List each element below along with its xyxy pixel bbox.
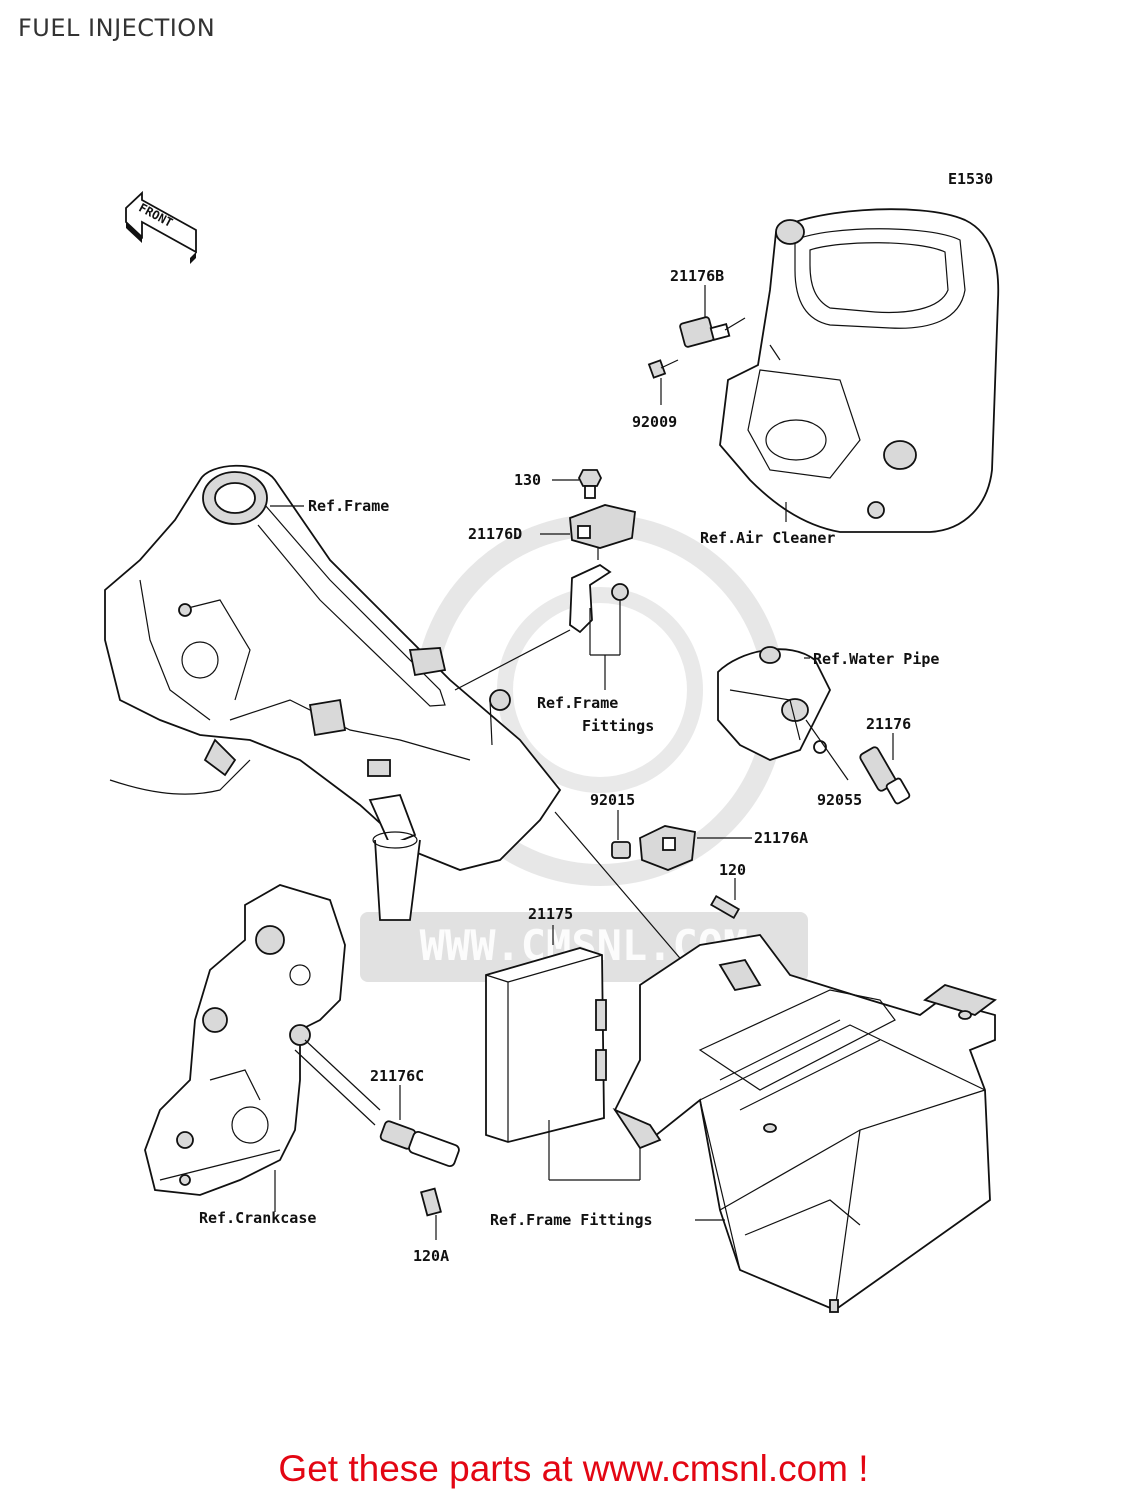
- label-92055: 92055: [817, 791, 862, 809]
- part-21176-sensor: [859, 733, 911, 805]
- label-21176: 21176: [866, 715, 911, 733]
- page-title: FUEL INJECTION: [18, 14, 216, 42]
- air-cleaner-housing: [719, 208, 1000, 533]
- sensor-bracket: [454, 563, 629, 746]
- frame-assembly: [104, 464, 562, 921]
- part-130-bolt: [552, 469, 603, 499]
- label-92009: 92009: [632, 413, 677, 431]
- label-120: 120: [719, 861, 746, 879]
- diagram-code: E1530: [948, 170, 993, 188]
- part-21175-ecu: [485, 925, 641, 1181]
- label-21176a: 21176A: [754, 829, 808, 847]
- part-21176b-sensor: [679, 285, 746, 348]
- label-130: 130: [514, 471, 541, 489]
- label-21176b: 21176B: [670, 267, 724, 285]
- part-92015-collar: [611, 810, 631, 859]
- front-arrow-icon: FRONT: [125, 190, 197, 264]
- part-21176c-sensor: [379, 1085, 460, 1168]
- label-21176d: 21176D: [468, 525, 522, 543]
- part-21176a-sensor: [639, 825, 752, 871]
- label-120a: 120A: [413, 1247, 449, 1265]
- label-ref-frame-fittings-bottom: Ref.Frame Fittings: [490, 1211, 653, 1229]
- footer-link-text[interactable]: Get these parts at www.cmsnl.com !: [278, 1448, 869, 1489]
- label-ref-frame: Ref.Frame: [308, 497, 389, 515]
- part-21176d-sensor: [540, 504, 636, 560]
- label-92015: 92015: [590, 791, 635, 809]
- label-ref-frame-fittings-2: Fittings: [582, 717, 654, 735]
- label-ref-frame-fittings-1: Ref.Frame: [537, 694, 618, 712]
- part-92009-screw: [647, 359, 679, 405]
- battery-case-assembly: [612, 934, 997, 1313]
- label-ref-water-pipe: Ref.Water Pipe: [813, 650, 939, 668]
- label-21175: 21175: [528, 905, 573, 923]
- label-ref-air-cleaner: Ref.Air Cleaner: [700, 529, 835, 547]
- water-pipe-housing: [717, 646, 832, 761]
- part-92055-washer: [805, 719, 849, 781]
- crankcase-assembly: [144, 884, 381, 1212]
- label-21176c: 21176C: [370, 1067, 424, 1085]
- part-120-screw: [710, 878, 740, 920]
- part-120a-screw: [420, 1187, 442, 1240]
- label-ref-crankcase: Ref.Crankcase: [199, 1209, 316, 1227]
